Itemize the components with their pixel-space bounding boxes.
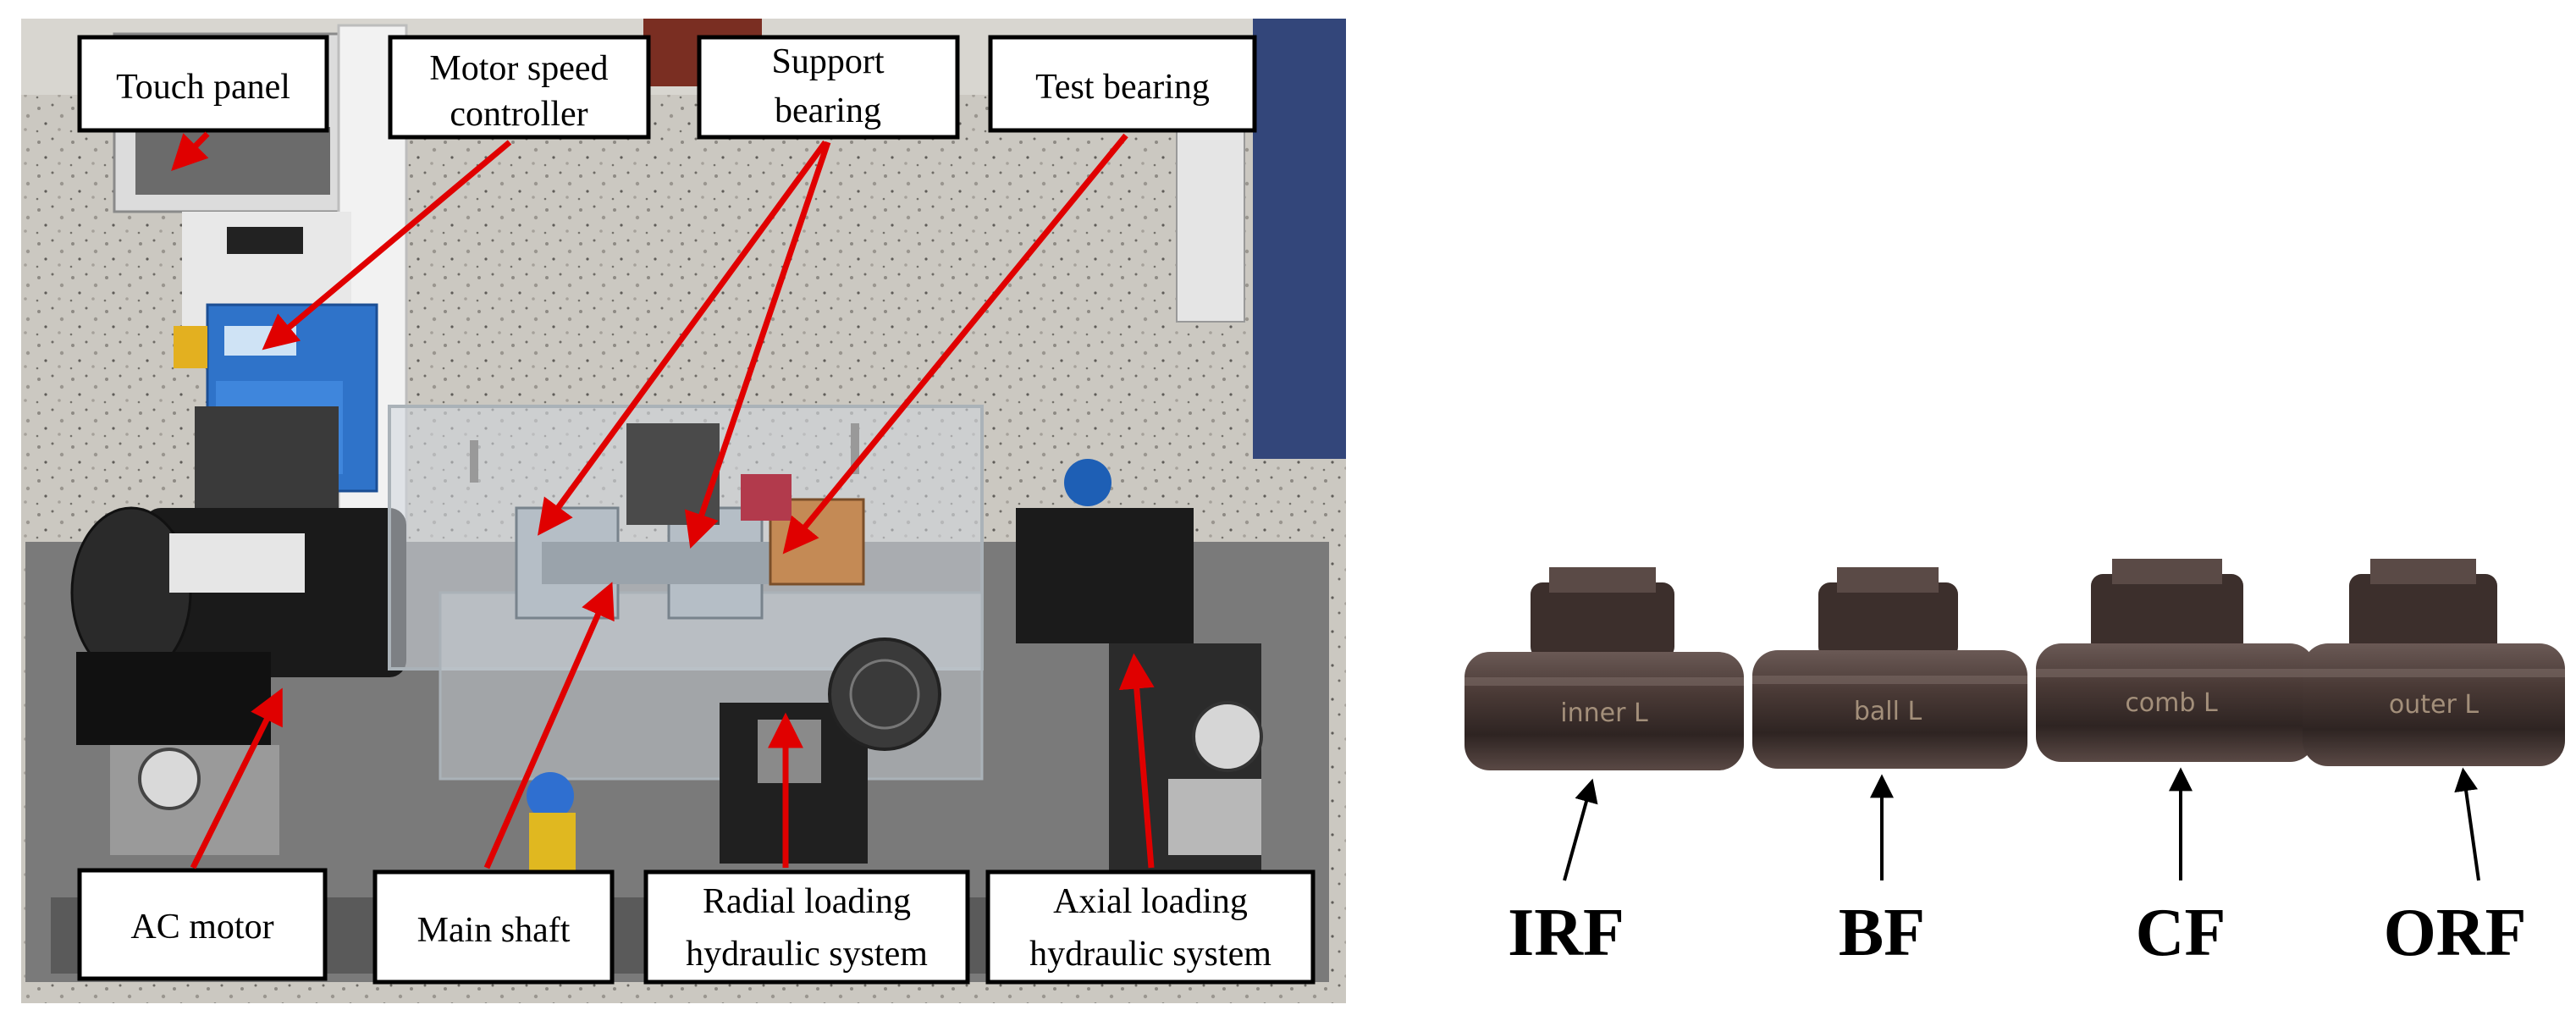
callout-axial-line2: hydraulic system	[1029, 935, 1271, 974]
callout-main-shaft-text: Main shaft	[417, 911, 571, 950]
callout-motor-speed-line1: Motor speed	[429, 49, 608, 88]
callout-support-line1: Support	[771, 42, 884, 81]
callout-radial-line1: Radial loading	[703, 882, 911, 921]
arrow-support-bearing-right	[684, 141, 831, 549]
callout-axial-line1: Axial loading	[1053, 882, 1248, 921]
callout-touch-panel: Touch panel	[77, 35, 329, 133]
arrow-axial-loading	[1118, 653, 1155, 869]
engraving-ball: ball L	[1854, 697, 1922, 726]
callout-main-shaft: Main shaft	[372, 869, 615, 985]
arrow-main-shaft	[483, 582, 615, 869]
engraving-comb: comb L	[2125, 688, 2218, 718]
callout-radial-loading: Radial loading hydraulic system	[643, 869, 970, 985]
callout-ac-motor-text: AC motor	[130, 908, 273, 946]
callout-support-line2: bearing	[775, 91, 881, 130]
callout-support-bearing: Support bearing	[697, 35, 960, 140]
callout-motor-speed-controller: Motor speed controller	[388, 35, 651, 140]
label-orf: ORF	[2384, 896, 2527, 970]
bearing-orf: outer L	[2303, 559, 2565, 766]
arrow-motor-speed-controller	[262, 140, 512, 350]
bearing-cf: comb L	[2036, 559, 2315, 762]
bearing-bf: ball L	[1752, 567, 2027, 769]
callout-touch-panel-text: Touch panel	[116, 68, 290, 107]
callout-motor-speed-line2: controller	[450, 95, 587, 134]
callout-axial-loading: Axial loading hydraulic system	[985, 869, 1316, 985]
label-bf: BF	[1839, 896, 1925, 970]
callout-radial-line2: hydraulic system	[686, 935, 928, 974]
callout-test-bearing-text: Test bearing	[1035, 68, 1210, 107]
callout-ac-motor: AC motor	[77, 868, 328, 981]
engraving-outer: outer L	[2389, 690, 2479, 720]
arrow-touch-panel	[171, 131, 210, 172]
axial-loading-unit	[1016, 459, 1263, 897]
arrow-orf	[2454, 767, 2480, 881]
fault-bearings: inner L ball L comb L outer L	[1465, 559, 2565, 970]
test-rig-photo: Touch panel Motor speed controller Suppo…	[21, 19, 1346, 1003]
label-cf: CF	[2136, 896, 2226, 970]
bearing-irf: inner L	[1465, 567, 1744, 770]
engraving-inner: inner L	[1560, 698, 1648, 728]
arrow-irf	[1563, 778, 1598, 881]
arrow-test-bearing	[782, 133, 1128, 555]
arrow-ac-motor	[190, 687, 283, 869]
arrow-support-bearing-left	[538, 140, 828, 536]
label-irf: IRF	[1508, 896, 1624, 970]
callout-test-bearing: Test bearing	[988, 35, 1257, 133]
ac-motor	[70, 506, 406, 855]
